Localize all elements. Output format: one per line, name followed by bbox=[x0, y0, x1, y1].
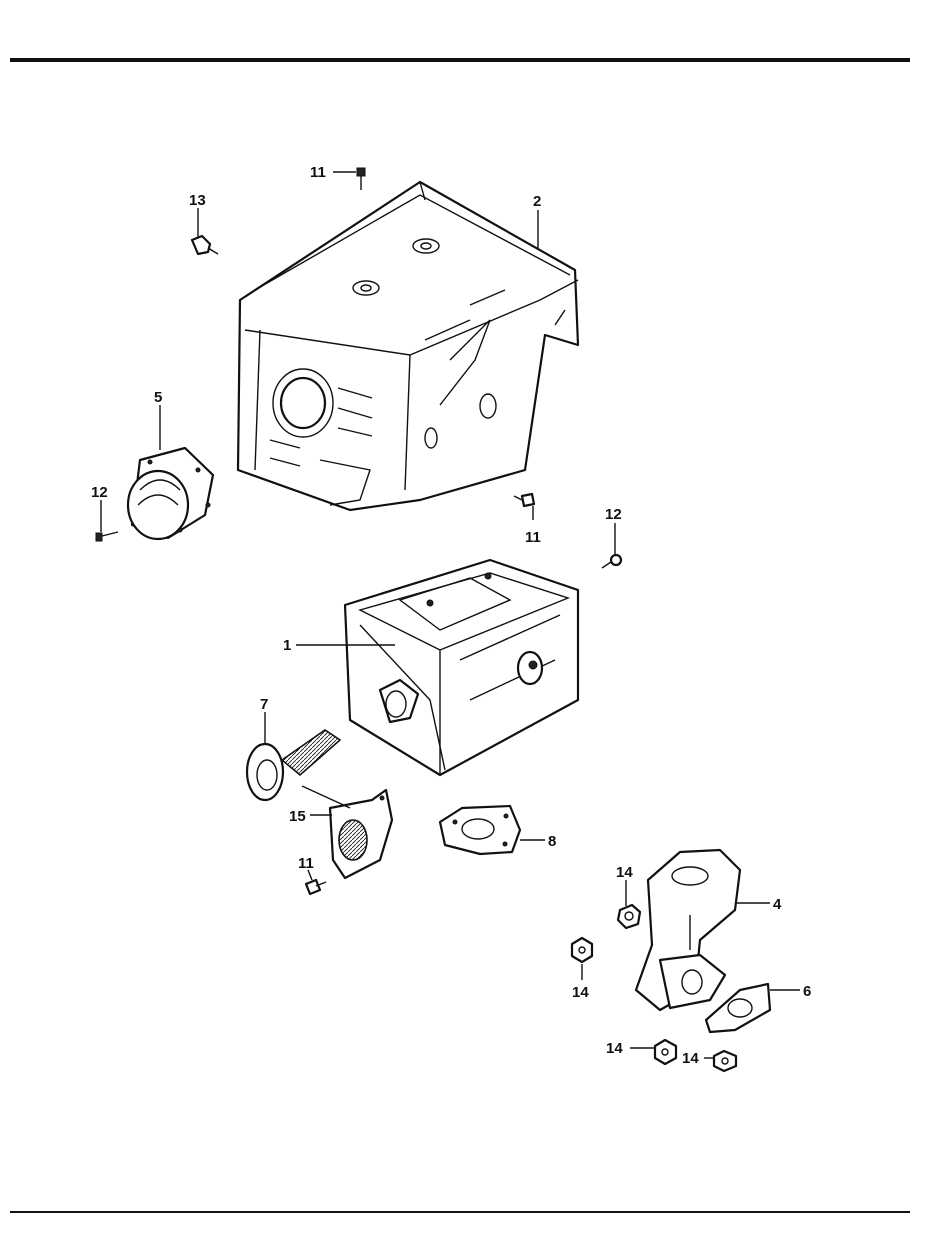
screw-11-middle bbox=[514, 494, 534, 506]
callout-15: 15 bbox=[289, 808, 306, 825]
bolt-13 bbox=[192, 236, 218, 254]
screw-11-top bbox=[357, 168, 365, 190]
callout-6: 6 bbox=[803, 983, 811, 1000]
exhaust-elbow-part bbox=[636, 850, 740, 1010]
callout-8: 8 bbox=[548, 833, 556, 850]
muffler-protector-part bbox=[238, 182, 578, 510]
nut-14-b bbox=[572, 938, 592, 962]
callout-14-b: 14 bbox=[572, 984, 589, 1001]
callout-14-a: 14 bbox=[616, 864, 633, 881]
muffler-body-part bbox=[345, 560, 578, 775]
callout-2: 2 bbox=[533, 193, 541, 210]
callout-7: 7 bbox=[260, 696, 268, 713]
end-cap-part bbox=[128, 448, 213, 539]
callout-5: 5 bbox=[154, 389, 162, 406]
callout-11-lower: 11 bbox=[298, 855, 314, 872]
callout-12-left: 12 bbox=[91, 484, 108, 501]
callout-4: 4 bbox=[773, 896, 782, 913]
nut-14-c bbox=[655, 1040, 676, 1064]
nut-14-a bbox=[618, 905, 640, 928]
callout-14-d: 14 bbox=[682, 1050, 699, 1067]
nut-14-d bbox=[714, 1051, 736, 1071]
callout-1: 1 bbox=[283, 637, 291, 654]
spark-arrester-part bbox=[247, 730, 340, 800]
screw-12-right bbox=[602, 555, 621, 568]
screw-12-left bbox=[96, 532, 118, 541]
callout-14-c: 14 bbox=[606, 1040, 623, 1057]
callout-11-top: 11 bbox=[310, 164, 326, 181]
callout-12-right: 12 bbox=[605, 506, 622, 523]
gasket-8-part bbox=[440, 806, 520, 854]
screw-11-lower bbox=[306, 880, 326, 894]
callout-11-middle: 11 bbox=[525, 529, 541, 546]
callout-13: 13 bbox=[189, 192, 206, 209]
